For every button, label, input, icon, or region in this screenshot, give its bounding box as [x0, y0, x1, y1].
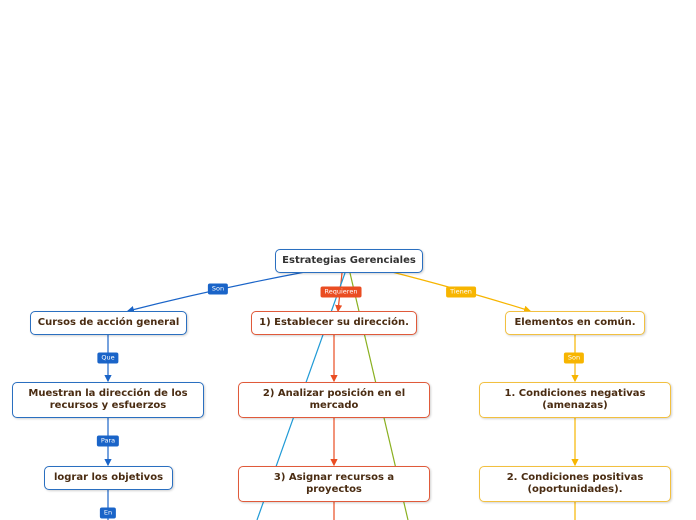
left-node-1-label: Cursos de acción general	[37, 317, 180, 328]
connector-tienen: Tienen	[446, 286, 476, 298]
middle-node-3-label: 3) Asignar recursos a proyectos	[273, 472, 395, 495]
connector-en: En	[99, 507, 117, 519]
connector-para: Para	[96, 435, 120, 447]
root-node[interactable]: Estrategias Gerenciales	[275, 249, 423, 273]
left-node-1[interactable]: Cursos de acción general	[30, 311, 187, 335]
left-node-2-label: Muestran la dirección de los recursos y …	[28, 388, 188, 411]
middle-node-1-label: 1) Establecer su dirección.	[259, 317, 409, 328]
right-node-2[interactable]: 1. Condiciones negativas (amenazas)	[479, 382, 671, 418]
right-node-3[interactable]: 2. Condiciones positivas (oportunidades)…	[479, 466, 671, 502]
connector-son-left: Son	[207, 283, 229, 295]
right-node-1[interactable]: Elementos en común.	[505, 311, 645, 335]
middle-node-2[interactable]: 2) Analizar posición en el mercado	[238, 382, 430, 418]
right-node-3-label: 2. Condiciones positivas (oportunidades)…	[506, 472, 644, 495]
left-node-3[interactable]: lograr los objetivos	[44, 466, 173, 490]
right-node-2-label: 1. Condiciones negativas (amenazas)	[504, 388, 646, 411]
right-node-1-label: Elementos en común.	[514, 317, 636, 328]
middle-node-1[interactable]: 1) Establecer su dirección.	[251, 311, 417, 335]
connector-que: Que	[97, 352, 119, 364]
root-node-label: Estrategias Gerenciales	[282, 255, 416, 266]
connector-requieren: Requieren	[320, 286, 362, 298]
left-node-2[interactable]: Muestran la dirección de los recursos y …	[12, 382, 204, 418]
left-node-3-label: lograr los objetivos	[53, 472, 164, 483]
middle-node-3[interactable]: 3) Asignar recursos a proyectos	[238, 466, 430, 502]
middle-node-2-label: 2) Analizar posición en el mercado	[262, 388, 406, 411]
connector-son-right: Son	[563, 352, 585, 364]
